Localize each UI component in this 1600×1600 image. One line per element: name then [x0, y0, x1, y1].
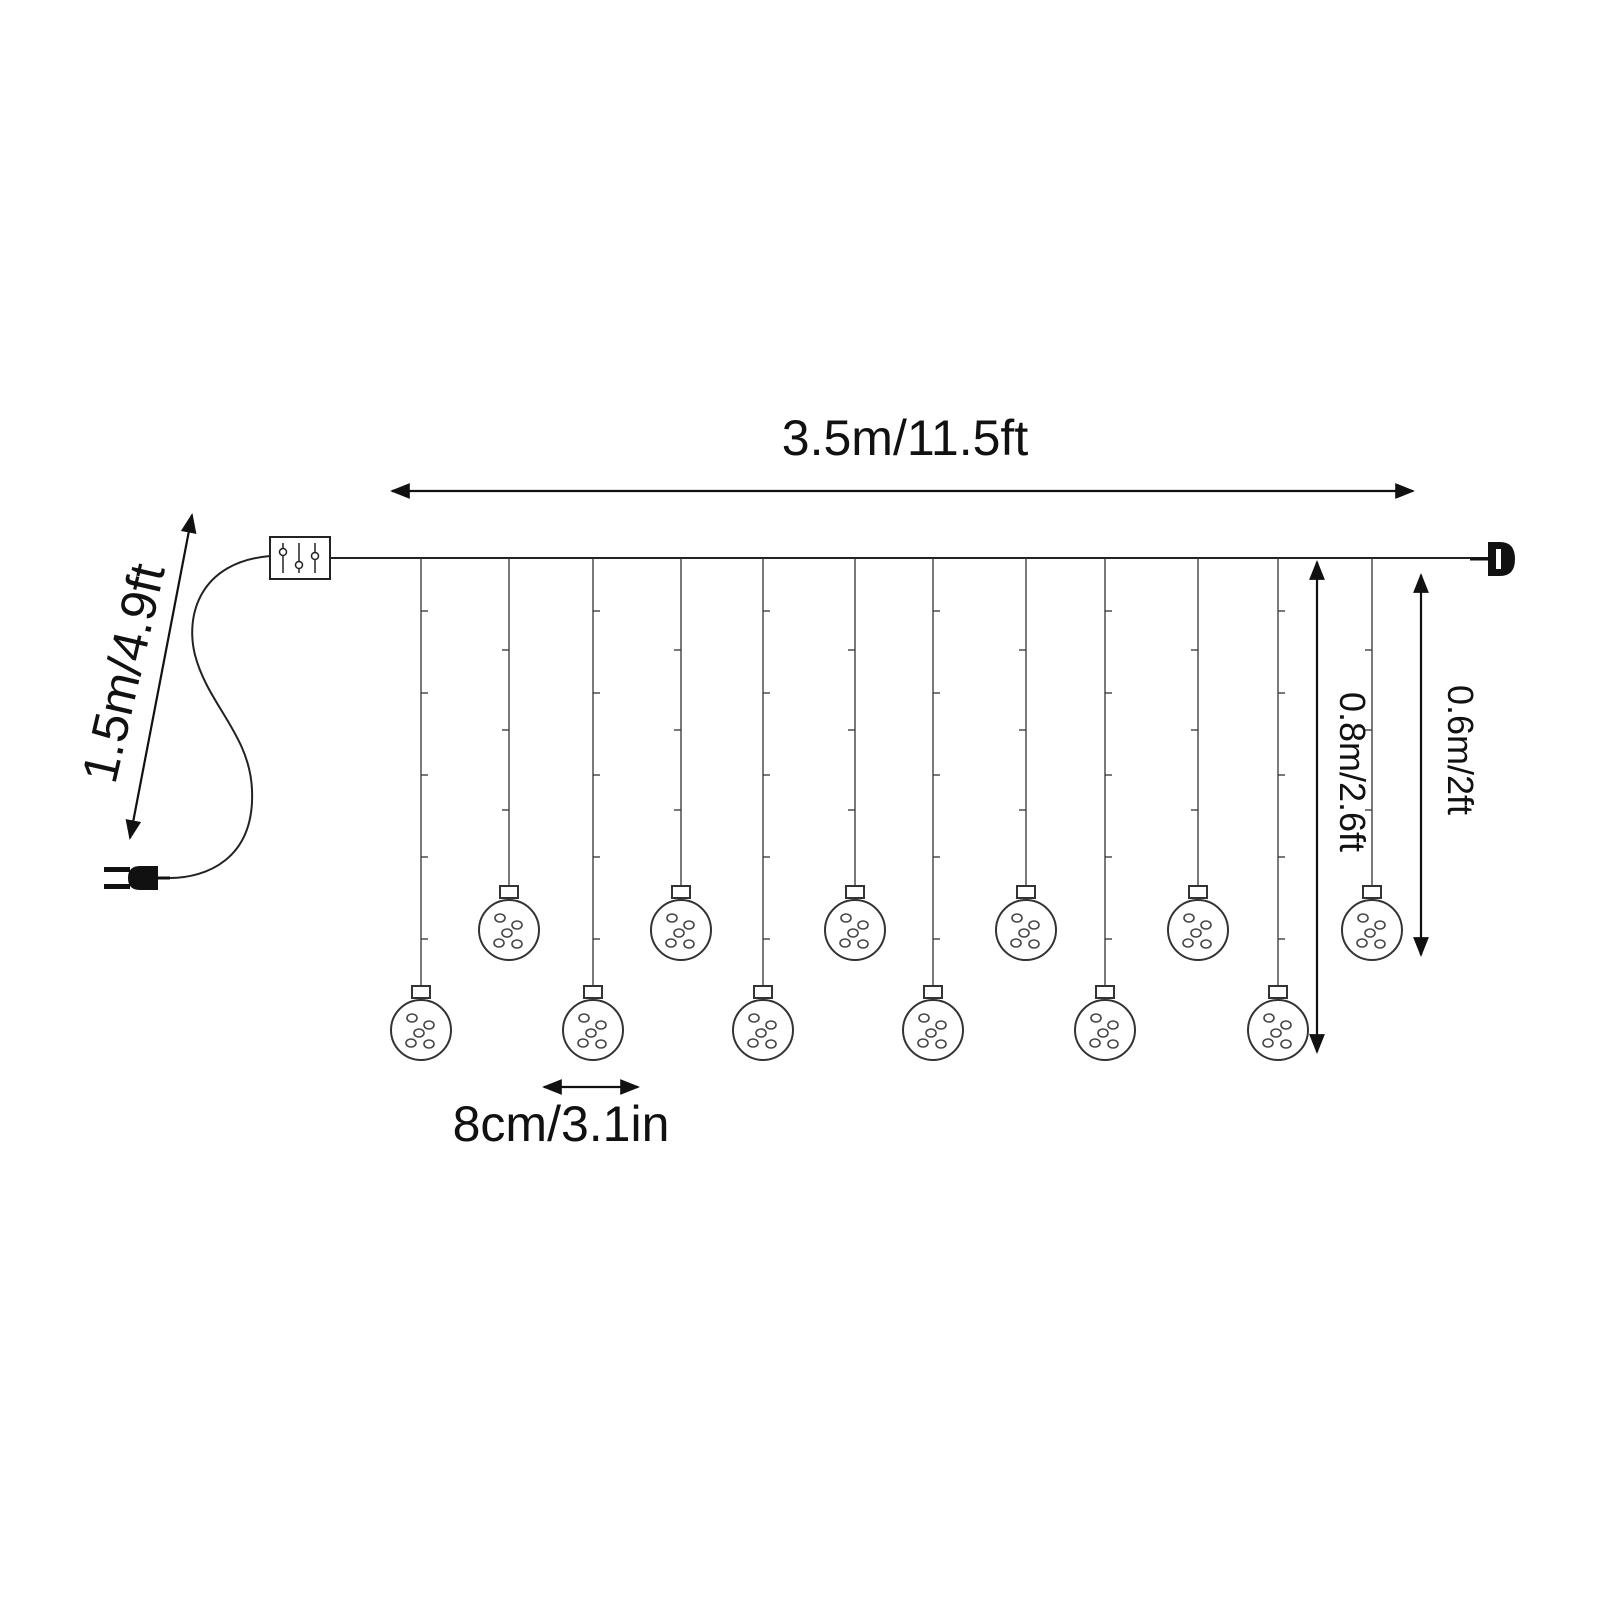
ball-led — [511, 920, 523, 930]
ball-led — [1107, 1039, 1119, 1049]
ball-led — [1089, 1038, 1101, 1048]
ball-cap — [583, 985, 603, 999]
ball-led — [585, 1028, 597, 1038]
ball-spacing-label: 8cm/3.1in — [453, 1096, 670, 1152]
ball-led — [935, 1020, 947, 1030]
ball-led — [1374, 939, 1386, 949]
ball-cap — [671, 885, 691, 899]
ball-led — [405, 1038, 417, 1048]
long-drop-label: 0.8m/2.6ft — [1332, 692, 1373, 852]
light-strand — [390, 558, 452, 1061]
ball-led — [423, 1020, 435, 1030]
ball-led — [683, 920, 695, 930]
ball-led — [666, 913, 678, 923]
light-strand — [1074, 558, 1136, 1061]
lead-cable-arrow — [125, 513, 197, 840]
ball-led — [406, 1013, 418, 1023]
ball-led — [413, 1028, 425, 1038]
ball-led — [1090, 1013, 1102, 1023]
light-strand — [650, 558, 712, 961]
light-strand — [1167, 558, 1229, 961]
ball-led — [1097, 1028, 1109, 1038]
ball-led — [1357, 913, 1369, 923]
light-strand — [824, 558, 886, 961]
ball-led — [1280, 1020, 1292, 1030]
ball-cap — [411, 985, 431, 999]
light-strand — [902, 558, 964, 1061]
controller-box-icon — [269, 536, 331, 580]
light-strand — [995, 558, 1057, 961]
ball-led — [1280, 1039, 1292, 1049]
ball-led — [1028, 939, 1040, 949]
ball-led — [755, 1028, 767, 1038]
ball-led — [511, 939, 523, 949]
ball-led — [423, 1039, 435, 1049]
ball-led — [1107, 1020, 1119, 1030]
ball-led — [1364, 928, 1376, 938]
ball-led — [925, 1028, 937, 1038]
ball-cap — [923, 985, 943, 999]
short-drop-label: 0.6m/2ft — [1440, 685, 1481, 815]
ball-cap — [499, 885, 519, 899]
ball-led — [578, 1013, 590, 1023]
ball-led — [1183, 913, 1195, 923]
ball-led — [494, 913, 506, 923]
ball-led — [765, 1020, 777, 1030]
ball-led — [1200, 939, 1212, 949]
ball-led — [935, 1039, 947, 1049]
ball-led — [577, 1038, 589, 1048]
light-strand — [1341, 558, 1403, 961]
light-strand — [1247, 558, 1309, 1061]
ball-led — [1190, 928, 1202, 938]
ball-led — [501, 928, 513, 938]
ball-cap — [1188, 885, 1208, 899]
ball-cap — [753, 985, 773, 999]
ball-led — [1010, 938, 1022, 948]
ball-led — [917, 1038, 929, 1048]
ball-led — [748, 1013, 760, 1023]
ball-led — [747, 1038, 759, 1048]
ball-led — [1263, 1013, 1275, 1023]
ball-led — [918, 1013, 930, 1023]
ball-cap — [1095, 985, 1115, 999]
ball-led — [1374, 920, 1386, 930]
light-strand — [732, 558, 794, 1061]
ball-led — [1262, 1038, 1274, 1048]
ball-led — [493, 938, 505, 948]
end-connector-icon — [1470, 542, 1515, 576]
ball-cap — [845, 885, 865, 899]
lead-cable-label: 1.5m/4.9ft — [71, 558, 176, 787]
ball-led — [1200, 920, 1212, 930]
ball-led — [839, 938, 851, 948]
total-width-label: 3.5m/11.5ft — [782, 410, 1029, 466]
ball-led — [683, 939, 695, 949]
light-strand — [478, 558, 540, 961]
ball-led — [1182, 938, 1194, 948]
ball-led — [1018, 928, 1030, 938]
ball-led — [1028, 920, 1040, 930]
ball-led — [840, 913, 852, 923]
ball-led — [1011, 913, 1023, 923]
light-strand — [562, 558, 624, 1061]
ball-led — [857, 920, 869, 930]
ball-cap — [1362, 885, 1382, 899]
ball-led — [1270, 1028, 1282, 1038]
ball-led — [595, 1039, 607, 1049]
ball-led — [857, 939, 869, 949]
ball-led — [673, 928, 685, 938]
ball-cap — [1016, 885, 1036, 899]
lead-cable — [169, 555, 271, 879]
ball-cap — [1268, 985, 1288, 999]
ball-led — [595, 1020, 607, 1030]
light-strands — [390, 558, 1403, 1061]
ball-led — [847, 928, 859, 938]
ball-led — [765, 1039, 777, 1049]
ball-led — [1356, 938, 1368, 948]
power-plug-icon — [104, 866, 170, 890]
ball-led — [665, 938, 677, 948]
